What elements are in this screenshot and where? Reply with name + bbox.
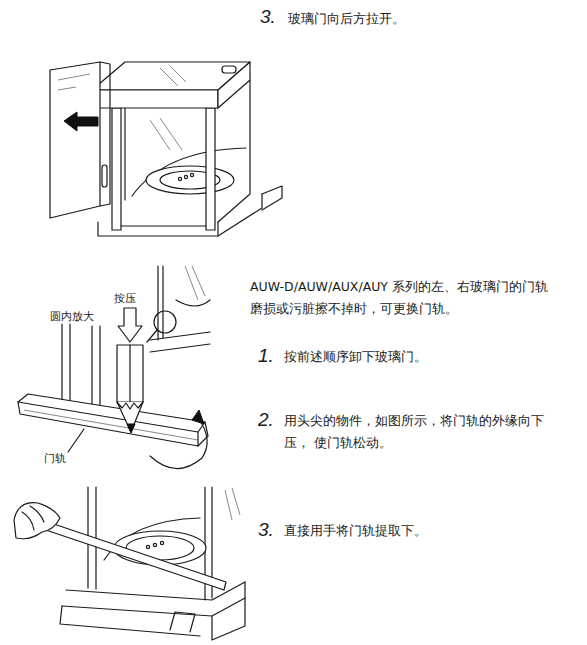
line-art	[153, 543, 156, 546]
line-art	[150, 418, 207, 469]
line-art	[102, 165, 107, 187]
line-art	[14, 503, 60, 539]
line-art	[18, 402, 198, 446]
line-art	[121, 225, 206, 226]
line-art	[225, 488, 240, 520]
line-art	[158, 266, 163, 340]
line-art	[206, 108, 215, 230]
step-number: 1.	[258, 345, 274, 367]
line-art	[64, 112, 98, 131]
line-art	[222, 66, 236, 73]
line-art	[92, 90, 218, 108]
line-art	[117, 345, 143, 402]
balance-door-open	[50, 62, 282, 236]
part-label: 按压	[114, 291, 136, 306]
line-art	[98, 194, 262, 236]
rail-press-detail	[18, 266, 210, 469]
line-art	[22, 506, 44, 530]
line-art	[132, 148, 246, 196]
line-art	[127, 424, 135, 433]
line-art	[112, 108, 121, 230]
part-label: 圆内放大	[50, 309, 94, 324]
line-art	[146, 545, 149, 548]
line-art	[147, 330, 157, 342]
line-art	[160, 541, 163, 544]
part-label: 门轨	[44, 451, 66, 466]
line-art	[117, 402, 143, 432]
line-art	[190, 173, 193, 176]
instruction-text: 直接用手将门轨提取下。	[284, 523, 427, 540]
line-art	[184, 175, 187, 178]
instruction-text: 玻璃门向后方拉开。	[288, 11, 405, 28]
line-art	[146, 166, 234, 194]
line-art	[185, 266, 205, 300]
line-art	[58, 74, 90, 90]
line-art	[178, 177, 181, 180]
instruction-text: 按前述顺序卸下玻璃门。	[284, 349, 427, 366]
line-art	[129, 345, 130, 402]
line-art	[60, 606, 200, 636]
line-art	[50, 62, 100, 218]
line-art	[68, 429, 84, 452]
line-art	[28, 516, 226, 590]
line-art	[24, 410, 198, 440]
line-art	[176, 300, 210, 306]
step-number: 3.	[260, 6, 276, 28]
line-art	[170, 612, 195, 632]
line-art	[150, 332, 210, 352]
line-art	[18, 394, 205, 432]
step-number: 2.	[258, 409, 274, 431]
line-art	[92, 326, 100, 408]
line-art	[62, 324, 70, 402]
line-art	[262, 186, 282, 210]
step-number: 3.	[258, 519, 274, 541]
line-art	[192, 410, 204, 424]
instruction-text: AUW-D/AUW/AUX/AUY 系列的左、右玻璃门的门轨 磨损或污脏擦不掉时…	[250, 276, 550, 320]
line-art	[100, 62, 110, 206]
rail-removal	[14, 487, 245, 640]
line-art	[62, 598, 245, 616]
line-art	[150, 66, 186, 150]
line-art	[117, 402, 143, 409]
line-art	[118, 308, 142, 342]
instruction-text: 用头尖的物件，如图所示，将门轨的外缘向下压， 使门轨松动。	[284, 410, 568, 454]
line-art	[218, 62, 250, 108]
line-art	[217, 222, 218, 236]
line-art	[212, 582, 245, 640]
